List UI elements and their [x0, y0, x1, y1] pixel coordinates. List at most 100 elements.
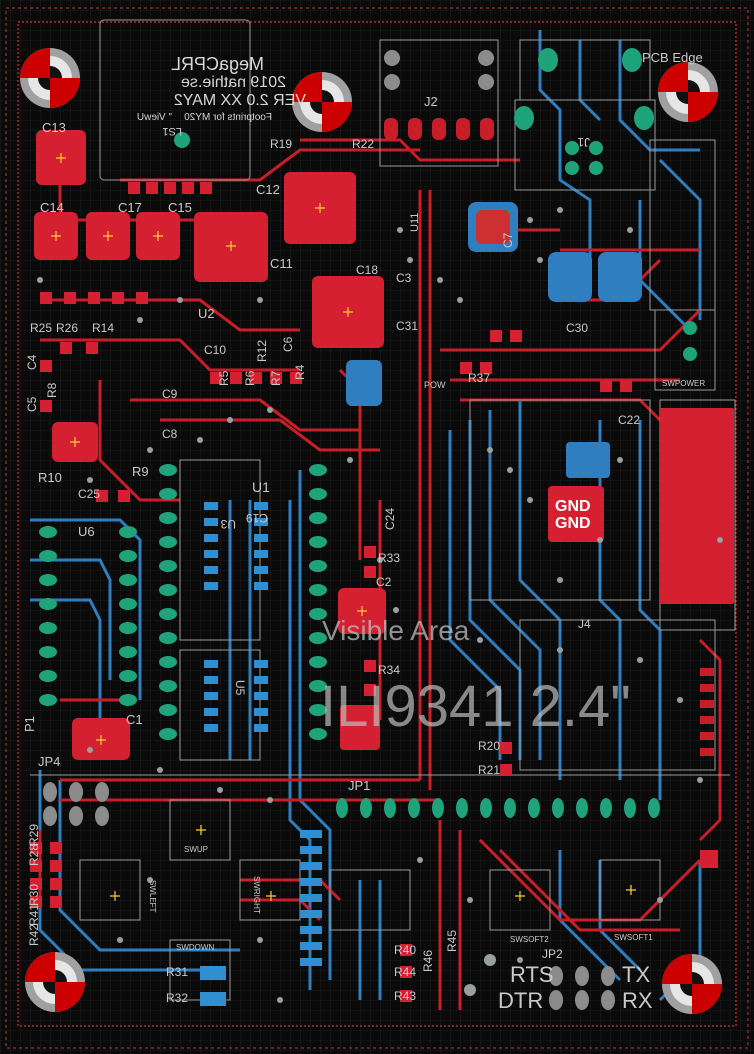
mirror-copyright: 2019 nathie.se: [181, 74, 286, 91]
swsoft2-label: SWSOFT2: [510, 935, 549, 944]
ref-r42: R42: [27, 924, 41, 946]
ref-u1: U1: [252, 479, 270, 495]
pcb-edge-label: PCB Edge: [642, 50, 703, 65]
swdown-label: SWDOWN: [176, 943, 214, 952]
ref-c22: C22: [618, 413, 640, 427]
mounting-hole-bottom-left: [25, 952, 85, 1012]
swup-label: SWUP: [184, 845, 208, 854]
swpower-label: SWPOWER: [662, 379, 705, 388]
mounting-hole-top-left: [20, 48, 80, 108]
ref-r34: R34: [378, 663, 400, 677]
ref-r40: R40: [394, 943, 416, 957]
ref-u3: U3: [220, 517, 236, 531]
ref-r7: R7: [269, 370, 283, 386]
ref-c15: C15: [168, 200, 192, 215]
reference-designators: C13 C14 C17 C15 C11 C12 C18 C3 C7 C10 C6…: [22, 94, 640, 1005]
ref-c2: C2: [376, 575, 392, 589]
ref-ls1: LS1: [162, 125, 182, 137]
ref-c13: C13: [42, 120, 66, 135]
ref-c9: C9: [162, 387, 178, 401]
ref-c11: C11: [270, 256, 293, 271]
swright-label: SWRIGHT: [252, 876, 261, 914]
mounting-holes: [20, 48, 722, 1014]
ref-jp2: JP2: [542, 947, 563, 961]
ref-r33: R33: [378, 551, 400, 565]
ref-r21: R21: [478, 763, 500, 777]
ref-r26: R26: [56, 321, 78, 335]
ref-c17: C17: [118, 200, 142, 215]
ref-c14: C14: [40, 200, 64, 215]
board-outline: [5, 7, 749, 1049]
ref-r30: R30: [27, 884, 41, 906]
ref-r44: R44: [394, 965, 416, 979]
ref-c25: C25: [78, 487, 100, 501]
ref-r46: R46: [421, 950, 435, 972]
ref-c18: C18: [356, 263, 378, 277]
ref-c30: C30: [566, 321, 588, 335]
silkscreen-outlines: [30, 19, 736, 1001]
ref-c1: C1: [126, 712, 143, 727]
ref-j1: J1: [577, 135, 590, 149]
swsoft1-label: SWSOFT1: [614, 933, 653, 942]
ref-u6: U6: [78, 524, 95, 539]
ref-c6: C6: [281, 336, 295, 352]
ref-r31: R31: [166, 965, 188, 979]
ref-r5: R5: [217, 370, 231, 386]
ref-r41: R41: [27, 904, 41, 926]
ref-r14: R14: [92, 321, 114, 335]
ref-c19: C19: [246, 511, 268, 525]
mirror-version: VER 2.0 XX MAY2: [174, 92, 306, 109]
ref-c31: C31: [396, 319, 418, 333]
ref-r22: R22: [352, 137, 374, 151]
smd-resistor-pads: [30, 182, 718, 1002]
ref-r37: R37: [468, 371, 490, 385]
ref-r12: R12: [255, 340, 269, 362]
ref-c5: C5: [25, 396, 39, 412]
soic-pads: [200, 502, 322, 1006]
ref-c8: C8: [162, 427, 178, 441]
mirror-note: Footprints for MY20: [184, 112, 272, 123]
mounting-hole-bottom-right: [662, 954, 722, 1014]
rx-label: RX: [622, 988, 653, 1013]
rts-label: RTS: [510, 962, 554, 987]
ref-r45: R45: [445, 930, 459, 952]
ref-c10: C10: [204, 343, 226, 357]
bottom-capacitors: [346, 202, 642, 478]
ref-r10: R10: [38, 470, 62, 485]
ref-jp1: JP1: [348, 778, 370, 793]
ref-r19: R19: [270, 137, 292, 151]
ref-c7: C7: [501, 232, 515, 248]
ref-r9: R9: [132, 464, 149, 479]
header-pads: [43, 782, 615, 1010]
ref-j4: J4: [578, 617, 591, 631]
dtr-label: DTR: [498, 988, 543, 1013]
gnd-label-2: GND: [555, 515, 591, 532]
pow-label: POW: [424, 380, 446, 390]
audio-jack-pads: [384, 50, 494, 140]
tx-label: TX: [622, 962, 650, 987]
ref-r29: R29: [27, 824, 41, 846]
display-model-label: ILI9341 2.4": [320, 674, 631, 739]
ref-r8: R8: [45, 382, 59, 398]
mirror-note-2: " ViewU: [137, 112, 172, 123]
ref-c4: C4: [25, 354, 39, 370]
ref-c12: C12: [256, 182, 280, 197]
ic-pin-pads: [39, 48, 697, 818]
ref-r20: R20: [478, 739, 500, 753]
ref-p1: P1: [22, 716, 37, 732]
ref-u11: U11: [409, 213, 421, 232]
ref-r4: R4: [293, 364, 307, 380]
ref-c24: C24: [383, 508, 397, 530]
visible-area-label: Visible Area: [322, 615, 470, 646]
ref-j2: J2: [424, 94, 438, 109]
ref-r6: R6: [243, 370, 257, 386]
ref-r28: R28: [27, 844, 41, 866]
mounting-hole-top-right: [658, 62, 718, 122]
ref-c3: C3: [396, 271, 412, 285]
component-centers: [51, 153, 636, 901]
ref-u5: U5: [233, 680, 247, 696]
keepout-outline: [17, 21, 737, 1027]
swleft-label: SWLEFT: [148, 880, 157, 913]
